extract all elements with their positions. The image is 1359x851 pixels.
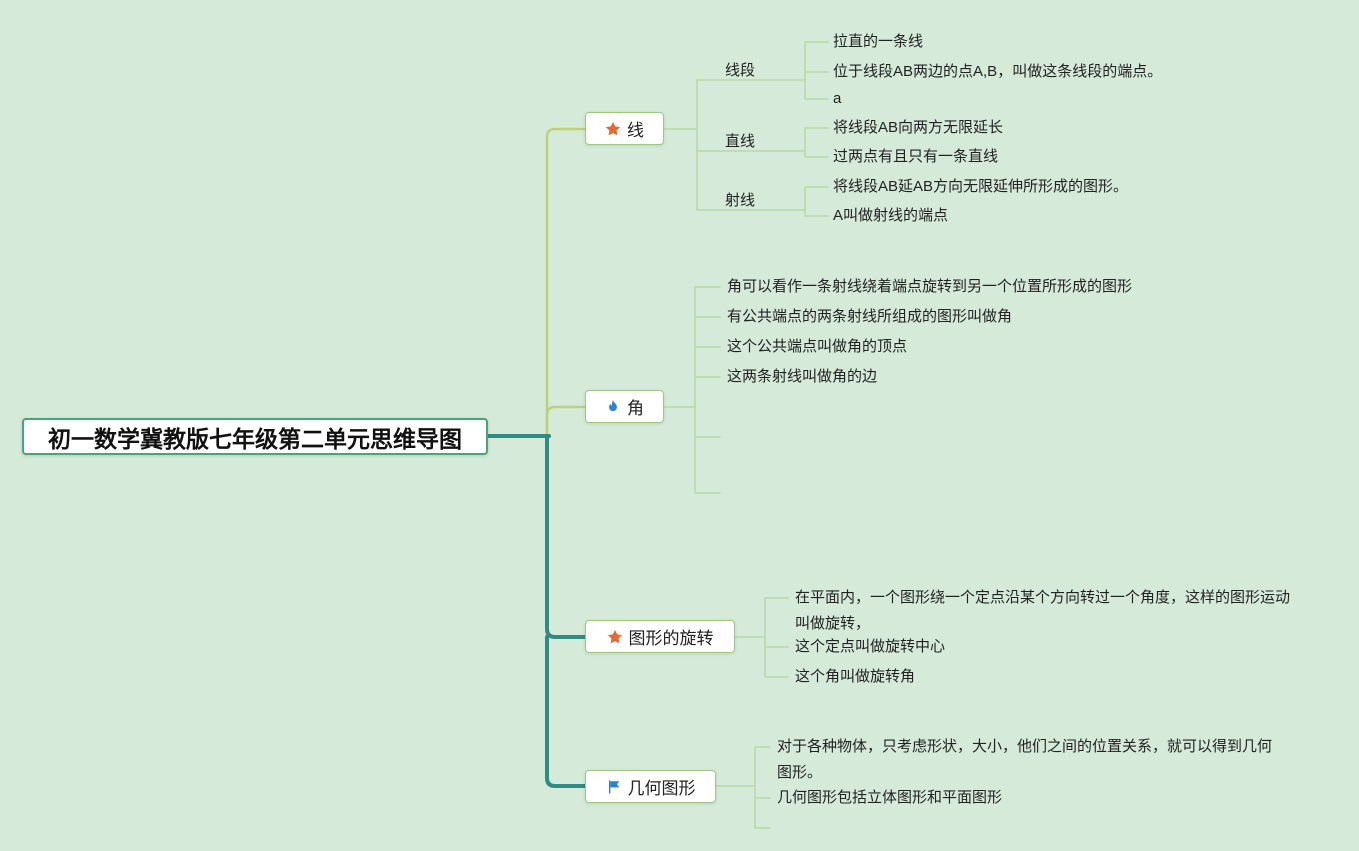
topic-label: 角 [627, 399, 644, 418]
topic-rotation[interactable]: 图形的旋转 [585, 620, 735, 653]
topic-line[interactable]: 线 [585, 112, 664, 145]
leaf-topic[interactable]: 有公共端点的两条射线所组成的图形叫做角 [727, 308, 1013, 325]
leaf-topic[interactable]: 几何图形包括立体图形和平面图形 [777, 789, 1003, 806]
leaf-topic[interactable]: 这个定点叫做旋转中心 [795, 638, 946, 655]
child-connectors [663, 41, 829, 829]
leaf-topic[interactable]: 对于各种物体，只考虑形状，大小，他们之间的位置关系，就可以得到几何图形。 [777, 738, 1273, 781]
leaf-topic[interactable]: a [833, 90, 842, 107]
leaf-topic[interactable]: 拉直的一条线 [833, 33, 924, 50]
leaf-topic[interactable]: 这个公共端点叫做角的顶点 [727, 338, 908, 355]
leaf-topic[interactable]: 过两点有且只有一条直线 [833, 148, 999, 165]
leaf-topic[interactable]: 角可以看作一条射线绕着端点旋转到另一个位置所形成的图形 [727, 278, 1133, 295]
trunk-lines [486, 434, 587, 788]
topic-label: 线 [627, 121, 644, 140]
upper-branch-lines [545, 127, 587, 438]
topic-angle[interactable]: 角 [585, 390, 664, 423]
subtopic-straight-line[interactable]: 直线 [725, 133, 756, 150]
root-topic[interactable]: 初一数学冀教版七年级第二单元思维导图 [22, 418, 488, 455]
root-topic-label: 初一数学冀教版七年级第二单元思维导图 [48, 425, 462, 452]
flame-icon [609, 399, 617, 411]
leaf-topic[interactable]: 在平面内，一个图形绕一个定点沿某个方向转过一个角度，这样的图形运动叫做旋转， [795, 589, 1291, 632]
star-icon [605, 121, 621, 135]
leaf-topic[interactable]: 将线段AB延AB方向无限延伸所形成的图形。 [833, 178, 1129, 195]
star-icon [607, 629, 622, 643]
leaf-topic[interactable]: 位于线段AB两边的点A,B，叫做这条线段的端点。 [833, 63, 1163, 80]
subtopic-ray[interactable]: 射线 [725, 192, 756, 209]
leaf-topic[interactable]: 将线段AB向两方无限延长 [833, 119, 1004, 136]
subtopic-segment[interactable]: 线段 [725, 62, 756, 79]
topic-label: 几何图形 [627, 779, 696, 798]
leaf-topic[interactable]: 这两条射线叫做角的边 [727, 368, 878, 385]
topic-geometry[interactable]: 几何图形 [585, 770, 716, 803]
flag-icon [608, 780, 619, 793]
leaf-topic[interactable]: 这个角叫做旋转角 [795, 668, 916, 685]
leaf-topic[interactable]: A叫做射线的端点 [833, 207, 949, 224]
topic-label: 图形的旋转 [628, 629, 714, 648]
